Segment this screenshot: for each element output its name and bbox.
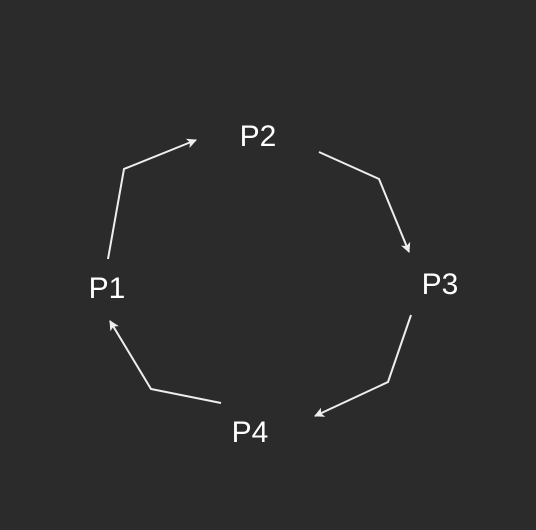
node-p4: P4 (231, 416, 269, 449)
node-p2: P2 (239, 120, 277, 153)
node-p1: P1 (88, 272, 126, 305)
edge-p2-to-p3 (318, 151, 411, 253)
edge-p3-to-p4 (314, 314, 412, 417)
node-p3: P3 (421, 268, 459, 301)
edge-p1-to-p2 (107, 138, 197, 260)
edge-p4-to-p1 (109, 320, 222, 404)
